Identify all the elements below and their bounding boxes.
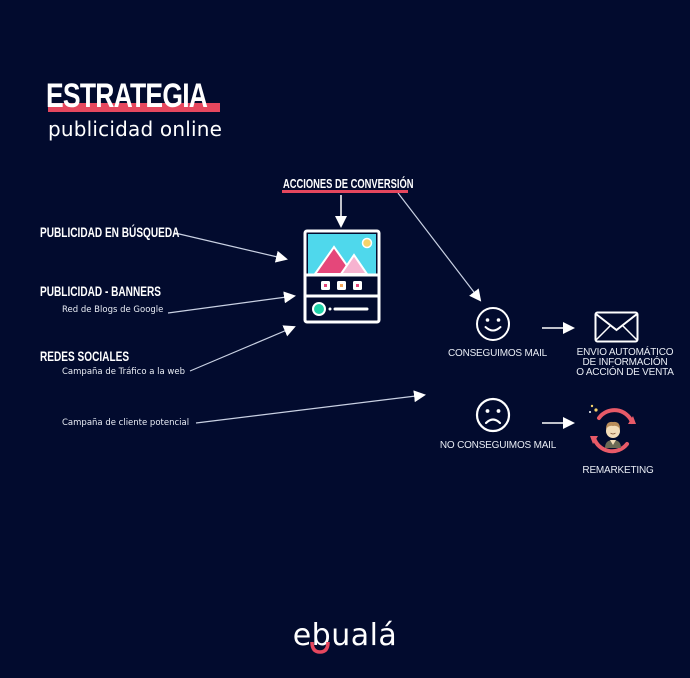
conversion-label: ACCIONES DE CONVERSIÓN [283, 176, 414, 191]
arrow-search [174, 232, 288, 263]
page-subtitle: publicidad online [48, 117, 223, 141]
ad-layout-icon [303, 229, 381, 324]
source-lead-detail: Campaña de cliente potencial [62, 418, 190, 428]
failure-label: NO CONSEGUIMOS MAIL [439, 440, 557, 451]
source-social-detail: Campaña de Tráfico a la web [62, 367, 185, 377]
success-result-line: O ACCIÓN DE VENTA [576, 367, 674, 378]
title-underline [48, 103, 220, 112]
envelope-icon [594, 311, 639, 343]
success-result: ENVIO AUTOMÁTICO DE INFORMACIÓN O ACCIÓN… [566, 348, 684, 378]
source-banners-detail: Red de Blogs de Google [62, 305, 164, 315]
conversion-underline [282, 190, 408, 193]
arrow-social [189, 325, 296, 372]
arrow-lead [195, 390, 426, 424]
source-social-heading: REDES SOCIALES [40, 348, 130, 364]
success-result-line: ENVIO AUTOMÁTICO [576, 347, 674, 358]
source-banners-heading: PUBLICIDAD - BANNERS [40, 283, 161, 299]
remarketing-icon [589, 404, 636, 454]
brand-logo-text: ebualá [292, 618, 398, 653]
arrow-conversion-diag [397, 192, 482, 302]
page-title: ESTRATEGIA [46, 77, 208, 115]
failure-result: REMARKETING [582, 465, 654, 476]
brand-logo: ebualá [0, 618, 690, 653]
sad-face-icon [475, 397, 511, 433]
smiley-icon [476, 307, 510, 341]
arrow-banners [167, 291, 296, 314]
logo-accent [310, 641, 330, 654]
source-search-heading: PUBLICIDAD EN BÚSQUEDA [40, 224, 180, 240]
success-result-line: DE INFORMACIÓN [582, 357, 668, 368]
success-label: CONSEGUIMOS MAIL [447, 348, 548, 359]
